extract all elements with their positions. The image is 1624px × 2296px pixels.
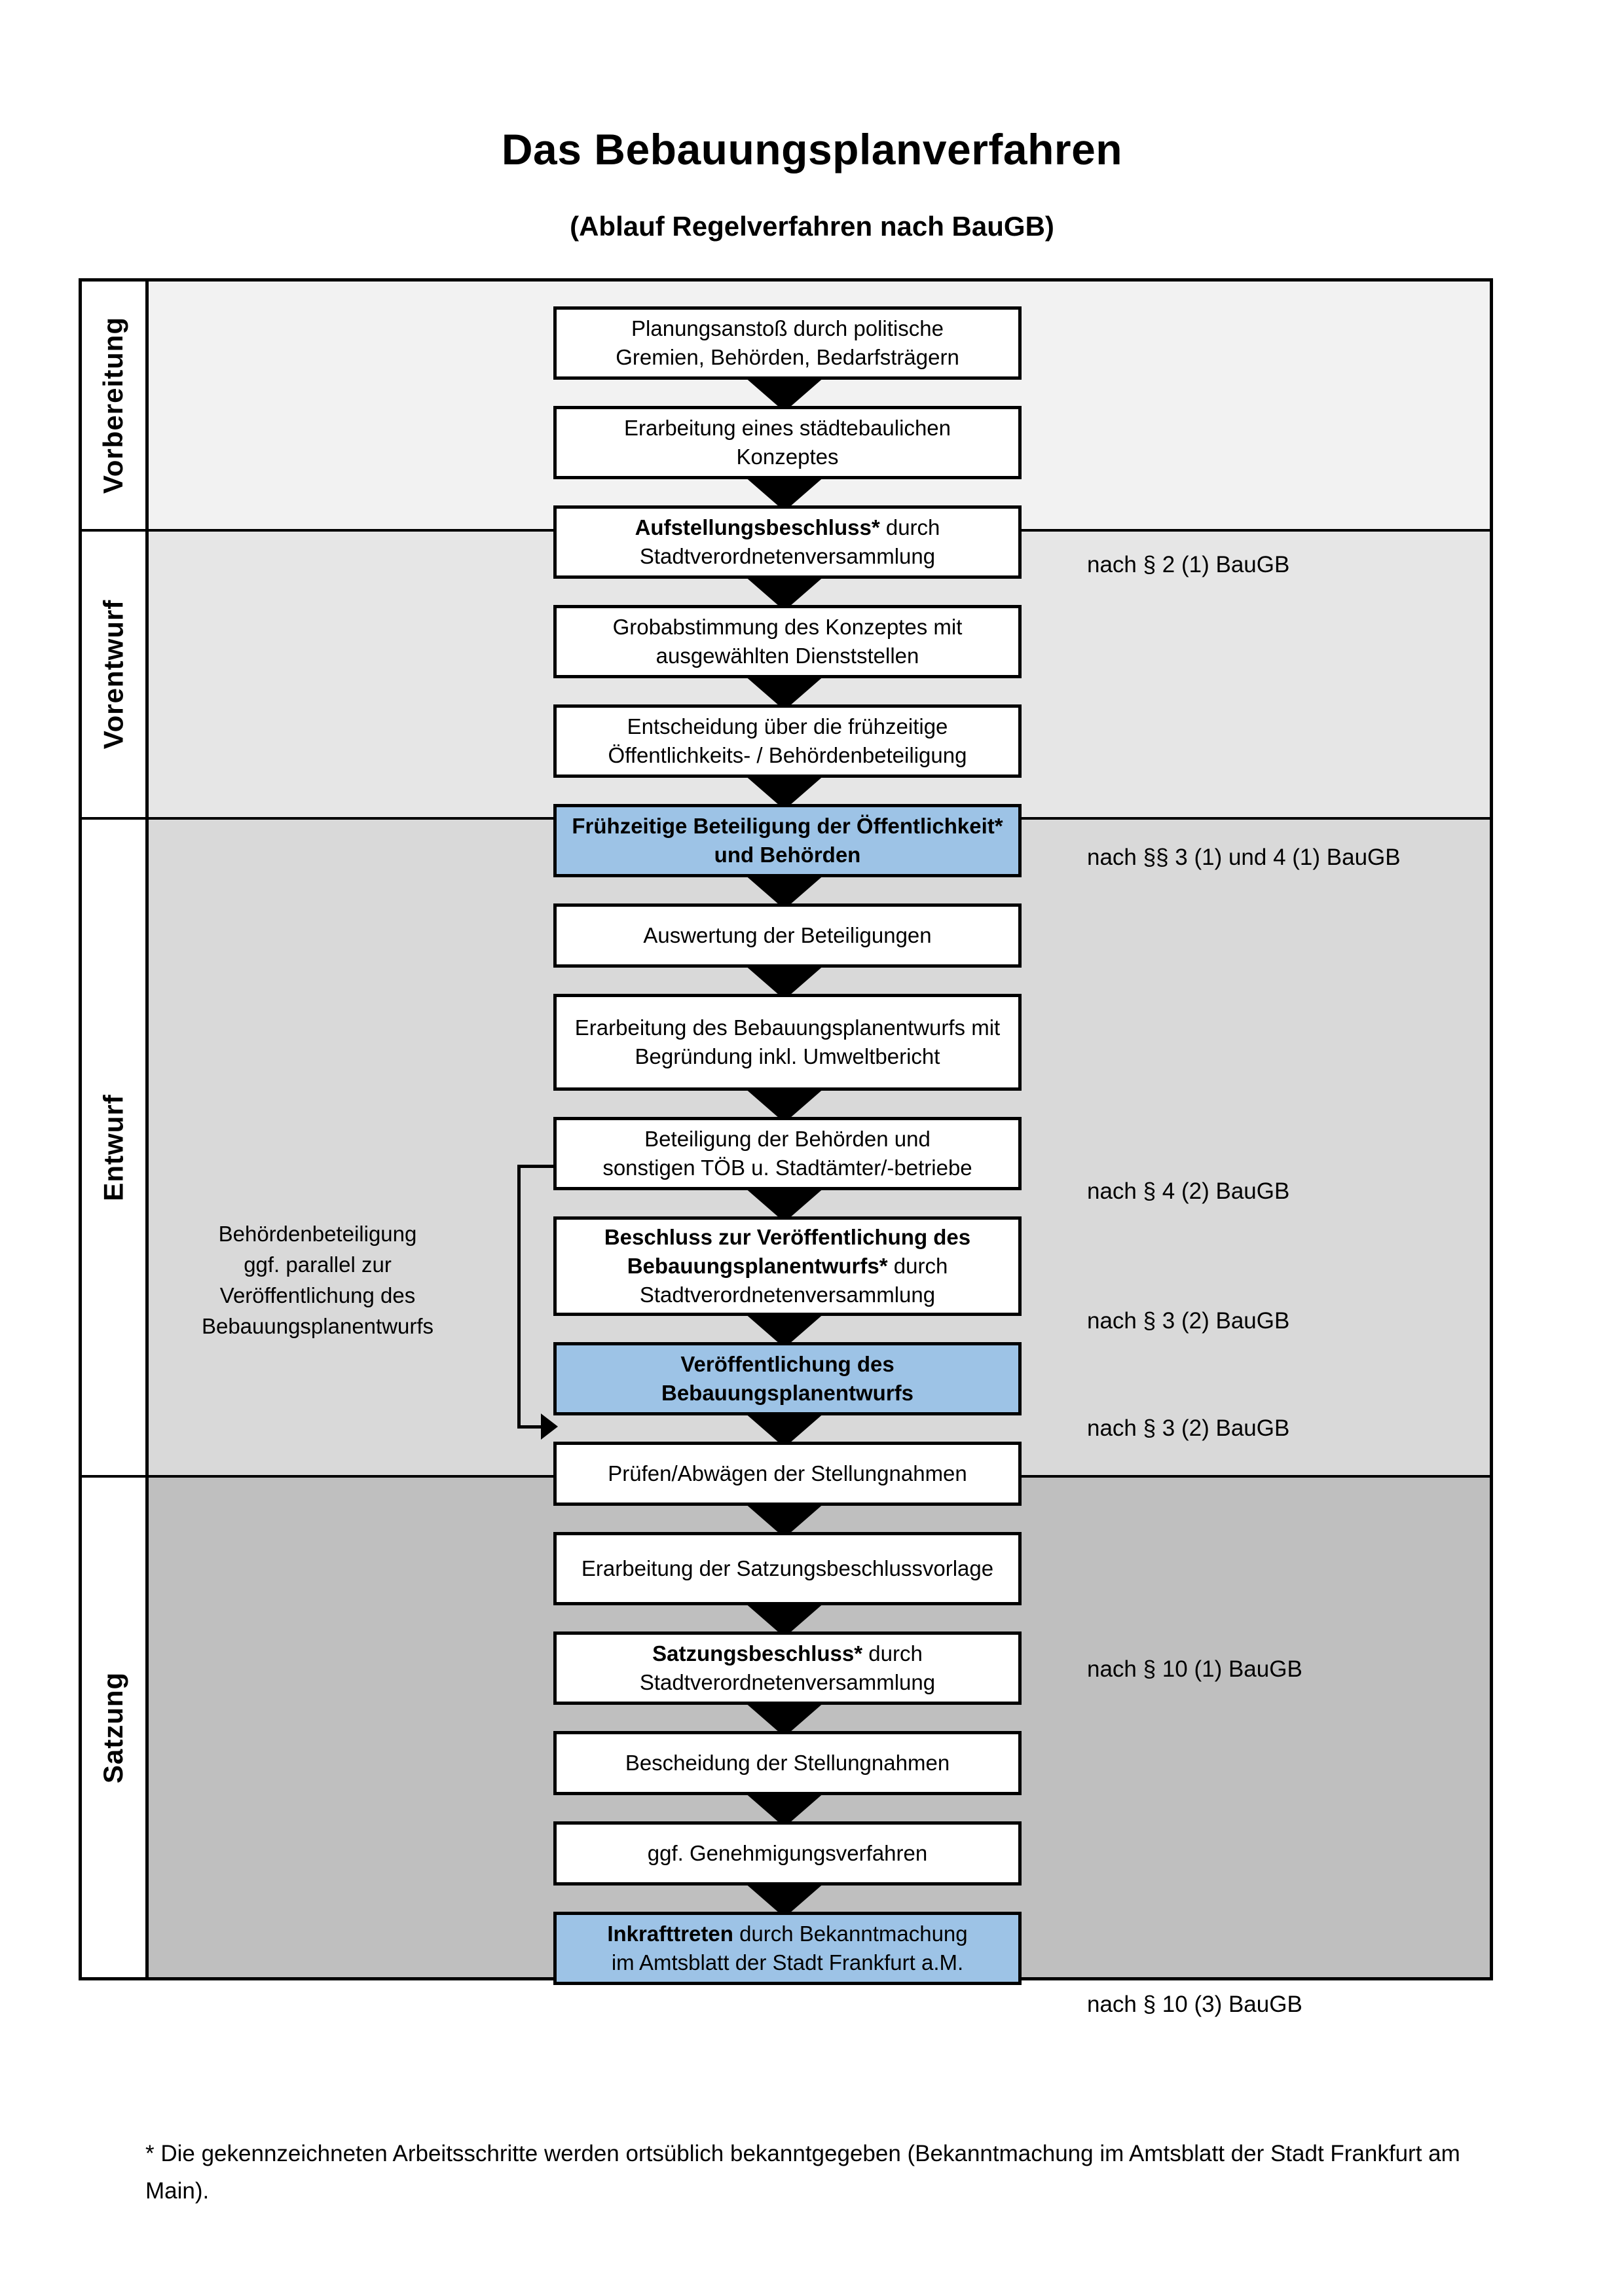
step-rest-text: durch <box>862 1641 923 1666</box>
step-rest-text: durch <box>887 1253 948 1278</box>
step-bold-text: Inkrafttreten <box>607 1921 733 1946</box>
side-annotation-line-1: Behördenbeteiligung <box>218 1222 417 1246</box>
step-line-2: im Amtsblatt der Stadt Frankfurt a.M. <box>611 1950 964 1975</box>
step-line-2: ausgewählten Dienststellen <box>655 644 919 668</box>
flow-step-box[interactable]: Erarbeitung der Satzungsbeschlussvorlage <box>553 1532 1022 1605</box>
step-line-1: Prüfen/Abwägen der Stellungnahmen <box>608 1461 967 1485</box>
legal-reference: nach § 3 (2) BauGB <box>1087 1415 1290 1441</box>
page-subtitle: (Ablauf Regelverfahren nach BauGB) <box>570 211 1054 242</box>
flow-step-box-highlight[interactable]: Veröffentlichung des Bebauungsplanentwur… <box>553 1342 1022 1415</box>
flow-step-box[interactable]: Beschluss zur Veröffentlichung des Bebau… <box>553 1216 1022 1316</box>
bracket-connector-top <box>517 1165 557 1168</box>
side-annotation-line-4: Bebauungsplanentwurfs <box>201 1313 434 1338</box>
step-bold-text: Aufstellungsbeschluss* <box>635 515 880 539</box>
flow-step-box[interactable]: Bescheidung der Stellungnahmen <box>553 1731 1022 1795</box>
flow-step-box-highlight[interactable]: Frühzeitige Beteiligung der Öffentlichke… <box>553 804 1022 877</box>
flow-step-box[interactable]: Erarbeitung eines städtebaulichen Konzep… <box>553 406 1022 479</box>
step-line-2: Öffentlichkeits- / Behördenbeteiligung <box>608 743 967 767</box>
page-title: Das Bebauungsplanverfahren <box>501 125 1123 173</box>
flow-step-box-highlight[interactable]: Inkrafttreten durch Bekanntmachung im Am… <box>553 1912 1022 1985</box>
flow-step-box[interactable]: Auswertung der Beteiligungen <box>553 903 1022 968</box>
flow-step-box[interactable]: Beteiligung der Behörden und sonstigen T… <box>553 1117 1022 1190</box>
step-bold-text: Beschluss zur Veröffentlichung des Bebau… <box>604 1224 971 1278</box>
flow-step-box[interactable]: Grobabstimmung des Konzeptes mit ausgewä… <box>553 605 1022 678</box>
step-line-2: Gremien, Behörden, Bedarfsträgern <box>616 345 959 369</box>
step-line-1: Auswertung der Beteiligungen <box>643 922 932 947</box>
legal-reference: nach § 2 (1) BauGB <box>1087 552 1290 577</box>
legal-reference: nach § 3 (2) BauGB <box>1087 1308 1290 1334</box>
bracket-arrowhead-icon <box>541 1413 558 1440</box>
side-annotation: Behördenbeteiligung ggf. parallel zur Ve… <box>177 1219 458 1341</box>
step-line-2: Konzeptes <box>736 445 839 469</box>
flow-step-box[interactable]: Prüfen/Abwägen der Stellungnahmen <box>553 1442 1022 1506</box>
flow-step-box[interactable]: Satzungsbeschluss* durch Stadtverordnete… <box>553 1631 1022 1705</box>
flow-step-box[interactable]: ggf. Genehmigungsverfahren <box>553 1821 1022 1886</box>
step-line-2: sonstigen TÖB u. Stadtämter/-betriebe <box>602 1156 972 1180</box>
footnote: * Die gekennzeichneten Arbeitsschritte w… <box>145 2141 1460 2204</box>
bracket-connector-bottom <box>517 1425 542 1429</box>
flow-step-box[interactable]: Entscheidung über die frühzeitige Öffent… <box>553 704 1022 778</box>
flow-step-box[interactable]: Erarbeitung des Bebauungsplanentwurfs mi… <box>553 994 1022 1091</box>
step-line-1: Grobabstimmung des Konzeptes mit <box>612 614 963 639</box>
step-line-2: Stadtverordnetenversammlung <box>639 1670 936 1694</box>
legal-reference: nach § 4 (2) BauGB <box>1087 1178 1290 1204</box>
step-line-2: Stadtverordnetenversammlung <box>639 544 936 568</box>
bracket-connector-vertical <box>517 1165 521 1429</box>
step-bold-text: Frühzeitige Beteiligung der Öffentlichke… <box>572 813 1003 867</box>
step-bold-text: Satzungsbeschluss* <box>652 1641 863 1666</box>
step-rest-text: durch Bekanntmachung <box>733 1921 968 1946</box>
flow-step-box[interactable]: Planungsanstoß durch politische Gremien,… <box>553 306 1022 380</box>
step-bold-text: Veröffentlichung des Bebauungsplanentwur… <box>661 1351 914 1405</box>
step-line-1: Erarbeitung der Satzungsbeschlussvorlage <box>581 1556 994 1580</box>
legal-reference: nach §§ 3 (1) und 4 (1) BauGB <box>1087 845 1401 870</box>
side-annotation-line-2: ggf. parallel zur <box>244 1252 392 1277</box>
step-line-2: Stadtverordnetenversammlung <box>639 1283 936 1307</box>
step-rest-text: durch <box>879 515 940 539</box>
step-line-1: Entscheidung über die frühzeitige <box>627 714 948 738</box>
step-line-1: Erarbeitung eines städtebaulichen <box>623 415 951 440</box>
legal-reference: nach § 10 (1) BauGB <box>1087 1656 1302 1682</box>
step-line-1: ggf. Genehmigungsverfahren <box>647 1840 928 1865</box>
legal-reference: nach § 10 (3) BauGB <box>1087 1992 1302 2017</box>
step-line-1: Erarbeitung des Bebauungsplanentwurfs mi… <box>574 1015 1001 1068</box>
phase-label-divider <box>145 278 149 1980</box>
side-annotation-line-3: Veröffentlichung des <box>219 1283 416 1307</box>
step-line-1: Planungsanstoß durch politische <box>631 316 944 340</box>
step-line-1: Bescheidung der Stellungnahmen <box>625 1750 950 1775</box>
flow-step-box[interactable]: Aufstellungsbeschluss* durch Stadtverord… <box>553 505 1022 579</box>
step-line-1: Beteiligung der Behörden und <box>644 1126 931 1151</box>
